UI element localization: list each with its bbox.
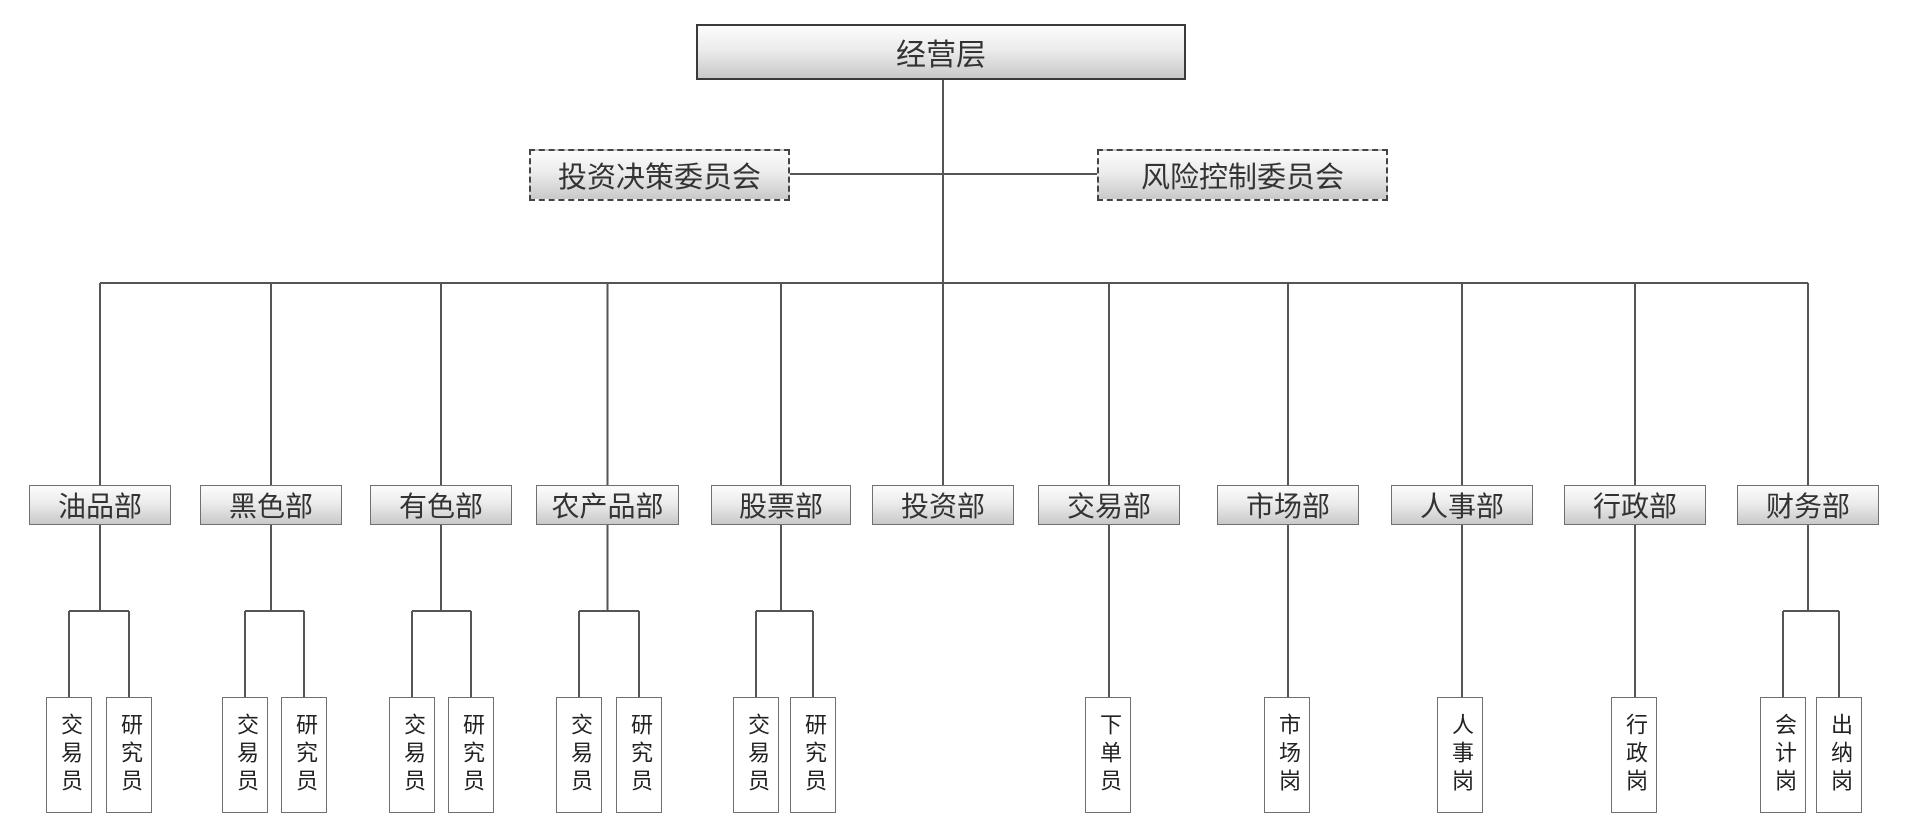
department-label: 财务部 [1765, 490, 1850, 523]
department-label: 股票部 [738, 490, 823, 523]
role-label: 人事岗 [1448, 713, 1473, 797]
role-box[interactable]: 研究员 [281, 697, 327, 813]
role-box[interactable]: 研究员 [448, 697, 494, 813]
role-label: 研究员 [292, 713, 317, 797]
investment-committee-box[interactable]: 投资决策委员会 [529, 149, 790, 201]
role-box[interactable]: 研究员 [790, 697, 836, 813]
role-label: 研究员 [627, 713, 652, 797]
role-box[interactable]: 研究员 [616, 697, 662, 813]
role-box[interactable]: 出纳岗 [1816, 697, 1862, 813]
role-box[interactable]: 交易员 [46, 697, 92, 813]
role-label: 研究员 [801, 713, 826, 797]
role-label: 交易员 [57, 713, 82, 797]
investment-committee-label: 投资决策委员会 [557, 160, 761, 194]
department-label: 行政部 [1592, 490, 1677, 523]
department-label: 人事部 [1419, 490, 1504, 523]
risk-committee-box[interactable]: 风险控制委员会 [1097, 149, 1388, 201]
department-label: 油品部 [57, 490, 142, 523]
role-label: 交易员 [233, 713, 258, 797]
role-box[interactable]: 市场岗 [1264, 697, 1310, 813]
role-label: 市场岗 [1275, 713, 1300, 797]
role-box[interactable]: 交易员 [556, 697, 602, 813]
department-label: 市场部 [1245, 490, 1330, 523]
role-label: 会计岗 [1771, 713, 1796, 797]
role-label: 交易员 [400, 713, 425, 797]
department-box[interactable]: 人事部 [1391, 485, 1533, 525]
department-box[interactable]: 油品部 [29, 485, 171, 525]
role-box[interactable]: 研究员 [106, 697, 152, 813]
department-box[interactable]: 有色部 [370, 485, 512, 525]
role-box[interactable]: 下单员 [1085, 697, 1131, 813]
role-label: 交易员 [744, 713, 769, 797]
department-label: 黑色部 [228, 490, 313, 523]
role-label: 下单员 [1096, 713, 1121, 797]
department-label: 有色部 [398, 490, 483, 523]
department-box[interactable]: 黑色部 [200, 485, 342, 525]
department-label: 投资部 [900, 490, 985, 523]
risk-committee-label: 风险控制委员会 [1140, 160, 1344, 194]
department-label: 农产品部 [551, 490, 664, 523]
role-box[interactable]: 行政岗 [1611, 697, 1657, 813]
department-box[interactable]: 股票部 [711, 485, 851, 525]
department-box[interactable]: 行政部 [1564, 485, 1706, 525]
role-label: 出纳岗 [1827, 713, 1852, 797]
role-label: 研究员 [459, 713, 484, 797]
department-box[interactable]: 投资部 [872, 485, 1014, 525]
management-layer-box[interactable]: 经营层 [696, 24, 1186, 80]
role-box[interactable]: 交易员 [389, 697, 435, 813]
department-label: 交易部 [1066, 490, 1151, 523]
role-label: 行政岗 [1622, 713, 1647, 797]
department-box[interactable]: 交易部 [1038, 485, 1180, 525]
role-label: 交易员 [567, 713, 592, 797]
role-box[interactable]: 交易员 [222, 697, 268, 813]
role-label: 研究员 [117, 713, 142, 797]
department-box[interactable]: 财务部 [1737, 485, 1879, 525]
management-layer-label: 经营层 [896, 38, 986, 73]
role-box[interactable]: 会计岗 [1760, 697, 1806, 813]
department-box[interactable]: 农产品部 [536, 485, 679, 525]
role-box[interactable]: 交易员 [733, 697, 779, 813]
role-box[interactable]: 人事岗 [1437, 697, 1483, 813]
department-box[interactable]: 市场部 [1217, 485, 1359, 525]
